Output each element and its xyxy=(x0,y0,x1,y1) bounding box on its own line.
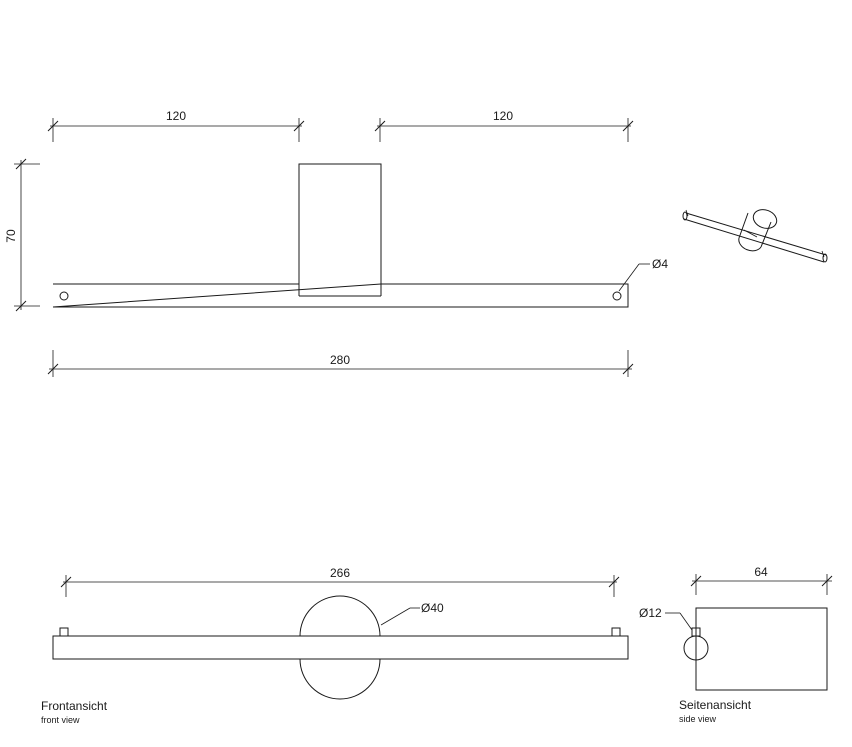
top-view: 120 120 70 xyxy=(4,109,668,377)
hole-right xyxy=(612,291,622,301)
dim-text-120-right: 120 xyxy=(493,109,513,123)
dim-height: 70 xyxy=(4,158,40,312)
dim-text-280: 280 xyxy=(330,353,350,367)
top-base-plate xyxy=(52,283,629,308)
dim-top-left-width: 120 xyxy=(47,109,305,142)
front-endcap-left xyxy=(59,627,69,637)
side-frame xyxy=(695,607,828,691)
side-view-subtitle: side view xyxy=(679,714,717,724)
leader-rod-diameter: Ø12 xyxy=(639,606,693,631)
leader-hole-diameter: Ø4 xyxy=(618,257,668,292)
front-bar xyxy=(52,635,629,660)
hole-left xyxy=(59,291,69,301)
side-view: 64 Ø12 Seitenansicht side view xyxy=(639,565,833,724)
front-view: 266 Ø40 Frontansicht front view xyxy=(41,566,629,725)
dim-top-right-width: 120 xyxy=(374,109,634,142)
front-roller-circle xyxy=(299,595,381,700)
side-rod-cap xyxy=(691,627,701,637)
top-holder-block xyxy=(298,163,382,297)
front-view-subtitle: front view xyxy=(41,715,80,725)
dim-text-d40: Ø40 xyxy=(421,601,444,615)
dim-text-64: 64 xyxy=(754,565,768,579)
side-view-title: Seitenansicht xyxy=(679,698,752,712)
dim-text-d4: Ø4 xyxy=(652,257,668,271)
front-endcap-right xyxy=(611,627,621,637)
dim-side-depth: 64 xyxy=(690,565,833,595)
dim-text-266: 266 xyxy=(330,566,350,580)
dim-text-70: 70 xyxy=(4,229,18,243)
dim-front-length: 266 xyxy=(60,566,620,597)
dim-total-length: 280 xyxy=(47,350,634,377)
perspective-view xyxy=(682,209,828,263)
leader-roller-diameter: Ø40 xyxy=(380,601,444,626)
dim-text-120-left: 120 xyxy=(166,109,186,123)
front-view-title: Frontansicht xyxy=(41,699,108,713)
dim-text-d12: Ø12 xyxy=(639,606,662,620)
